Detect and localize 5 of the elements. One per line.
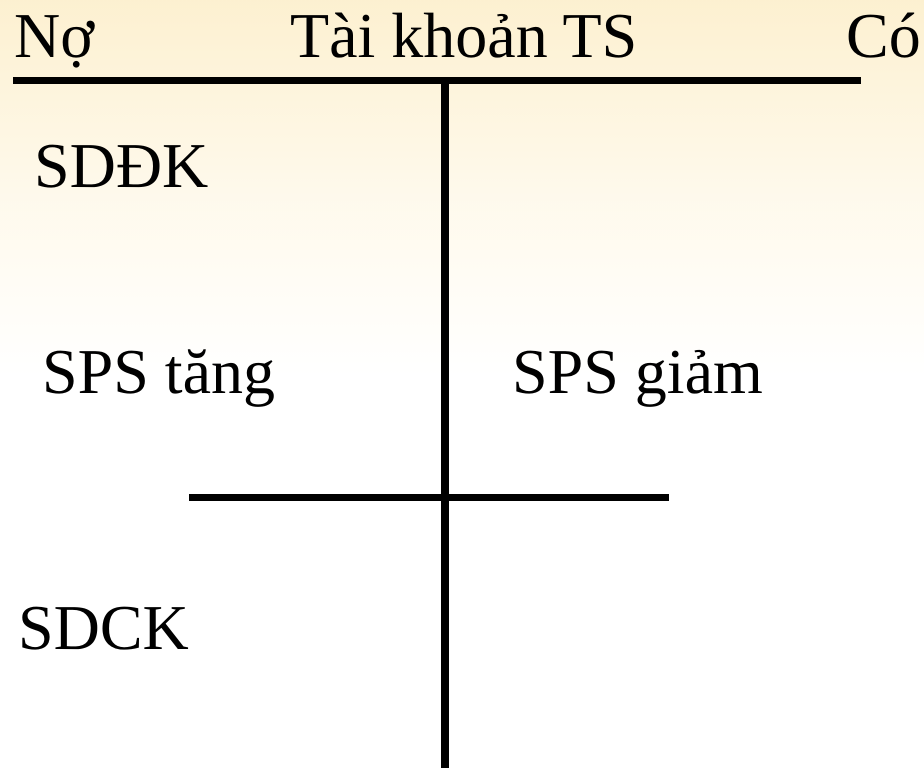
account-label: SDĐK bbox=[34, 134, 208, 198]
account-label: Có bbox=[846, 4, 921, 68]
account-label: Nợ bbox=[14, 4, 94, 68]
account-label: SDCK bbox=[18, 596, 189, 660]
account-title: Tài khoản TS bbox=[290, 4, 638, 68]
